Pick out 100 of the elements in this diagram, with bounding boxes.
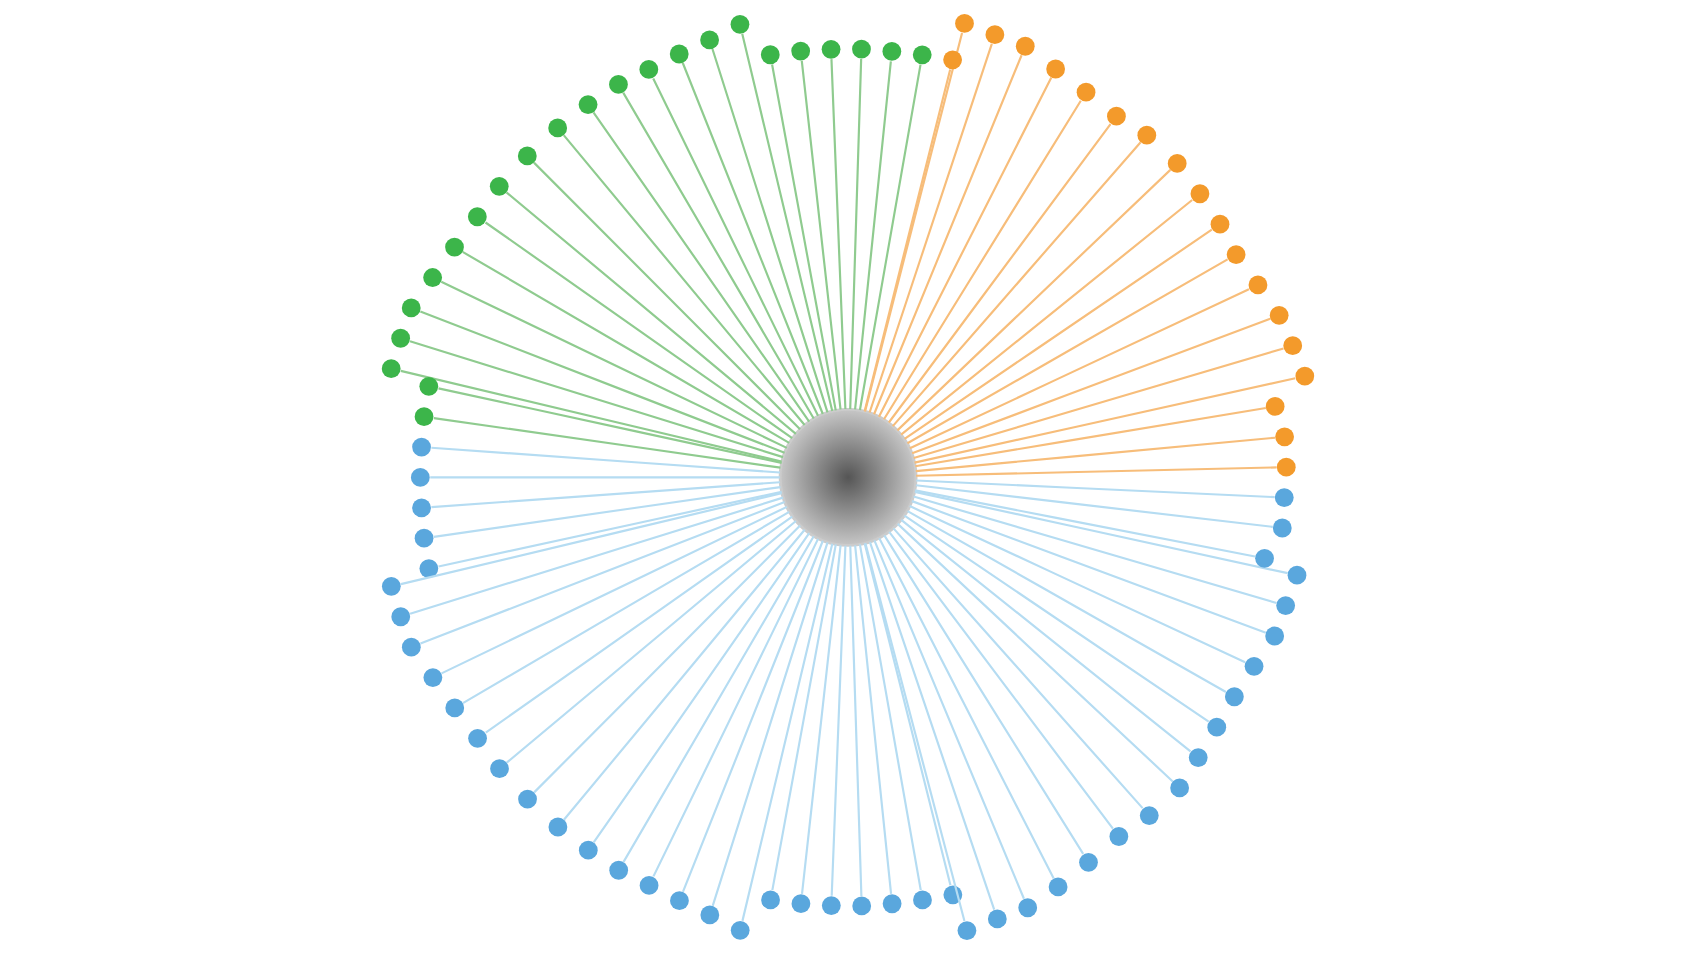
- connector: [868, 541, 996, 911]
- connector: [438, 387, 782, 464]
- connector: [863, 543, 952, 886]
- node-circle: [1207, 717, 1227, 737]
- node-circle: [1287, 565, 1307, 585]
- connector: [911, 317, 1271, 455]
- connector: [897, 523, 1174, 783]
- connector: [873, 540, 1025, 900]
- node-circle: [468, 728, 487, 748]
- node-circle: [467, 207, 487, 227]
- connector: [915, 436, 1276, 473]
- connector: [915, 484, 1273, 528]
- node-circle: [821, 39, 841, 59]
- connector: [711, 48, 829, 413]
- node-circle: [1190, 184, 1210, 204]
- node-circle: [1139, 806, 1159, 825]
- node-circle: [401, 298, 421, 318]
- connector: [462, 250, 790, 444]
- node-circle: [381, 576, 401, 596]
- node-circle: [414, 407, 434, 427]
- node-circle: [1269, 305, 1289, 325]
- connector: [681, 62, 824, 415]
- node-circle: [1109, 827, 1129, 846]
- connector: [438, 490, 782, 568]
- connector: [505, 191, 797, 435]
- node-circle: [1226, 245, 1246, 264]
- node-circle: [423, 268, 442, 287]
- node-circle: [412, 437, 431, 457]
- node-circle: [1248, 275, 1268, 295]
- connector: [854, 545, 893, 894]
- connector: [878, 537, 1055, 879]
- node-circle: [700, 30, 719, 50]
- node-circle: [730, 14, 750, 34]
- node-circle: [445, 237, 464, 257]
- node-circle: [419, 376, 439, 396]
- connector: [711, 542, 829, 907]
- connector: [916, 466, 1277, 477]
- connector: [892, 141, 1142, 427]
- node-circle: [548, 118, 568, 138]
- connector: [430, 476, 780, 479]
- node-circle: [1265, 626, 1285, 646]
- node-circle: [1274, 488, 1294, 507]
- node-circle: [882, 894, 902, 914]
- node-circle: [391, 607, 411, 627]
- connector: [622, 92, 815, 420]
- connector: [563, 529, 806, 821]
- node-circle: [1283, 336, 1303, 356]
- connector: [420, 501, 785, 645]
- node-circle: [912, 45, 932, 65]
- node-circle: [401, 637, 421, 657]
- connector: [914, 490, 1288, 575]
- connector: [440, 280, 788, 449]
- node-circle: [913, 890, 932, 910]
- node-circle: [1244, 656, 1264, 676]
- connector: [877, 77, 1053, 418]
- connector: [506, 520, 797, 764]
- connector: [849, 58, 863, 410]
- connector: [592, 111, 811, 423]
- connector: [873, 54, 1023, 415]
- connector: [830, 59, 847, 410]
- connector: [903, 514, 1210, 723]
- connector: [652, 538, 820, 877]
- connector: [915, 406, 1267, 468]
- connector: [909, 288, 1250, 450]
- node-circle: [943, 50, 962, 70]
- connector: [485, 515, 793, 734]
- node-circle: [517, 146, 537, 166]
- connector: [681, 540, 824, 893]
- connector: [883, 100, 1082, 420]
- node-circle: [852, 896, 872, 916]
- connector: [863, 32, 964, 412]
- node-circle: [791, 41, 811, 61]
- connector: [903, 228, 1213, 440]
- node-circle: [882, 42, 902, 61]
- node-circle: [1137, 125, 1157, 145]
- connector: [409, 340, 784, 459]
- connector: [622, 535, 815, 863]
- node-circle: [412, 498, 431, 518]
- connector: [409, 496, 784, 615]
- node-circle: [1170, 778, 1189, 798]
- node-circle: [1076, 82, 1096, 102]
- node-circle: [791, 894, 811, 914]
- node-circle: [670, 891, 689, 911]
- node-circle: [410, 468, 430, 487]
- connector: [652, 77, 819, 417]
- node-circle: [1255, 548, 1274, 568]
- connector: [400, 369, 782, 463]
- node-circle: [1048, 877, 1068, 897]
- node-circle: [1275, 427, 1294, 447]
- node-circle: [1272, 518, 1292, 538]
- connector: [911, 500, 1267, 634]
- node-circle: [639, 60, 659, 79]
- node-circle: [1079, 852, 1098, 872]
- connector: [433, 486, 781, 538]
- connector: [914, 489, 1256, 558]
- connector: [462, 510, 790, 705]
- node-circle: [490, 759, 509, 779]
- connector: [900, 519, 1192, 753]
- connector: [906, 258, 1229, 445]
- node-circle: [1224, 687, 1244, 707]
